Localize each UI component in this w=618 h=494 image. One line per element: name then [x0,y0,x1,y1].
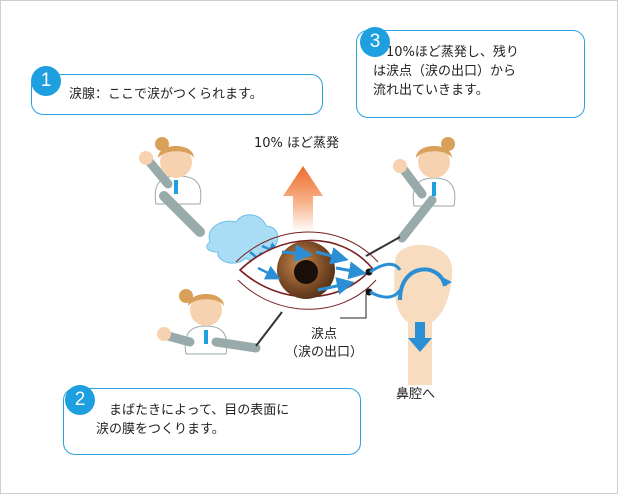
callout-step-2-line1: まばたきによって、目の表面に [96,403,290,418]
punctum-label-line1: 涙点 [311,327,338,342]
callout-step-2-line2: 涙の膜をつくります。 [96,422,225,437]
step-2-badge: 2 [65,385,95,415]
nasal-cavity-label: 鼻腔へ [396,387,436,402]
callout-step-2-text: まばたきによって、目の表面に 涙の膜をつくります。 [96,401,289,439]
evaporation-arrow-icon [283,166,323,232]
evaporation-label: 10% ほど蒸発 [254,136,340,151]
callout-step-3-line3: 流れ出ていきます。 [373,83,489,98]
punctum-label: 涙点 （涙の出口） [285,326,363,362]
nasal-duct-icon [394,244,452,385]
punctum-label-line2: （涙の出口） [285,345,364,360]
callout-step-3-line1: 10%ほど蒸発し、残り [373,45,519,60]
callout-step-3: 10%ほど蒸発し、残り は涙点（涙の出口）から 流れ出ていきます。 [356,30,585,118]
nurse-figure-icon [393,137,456,243]
callout-step-3-line2: は涙点（涙の出口）から [373,64,517,79]
step-3-badge: 3 [360,27,390,57]
eye-icon [235,231,402,319]
callout-step-1: 涙腺：ここで涙がつくられます。 [31,74,323,115]
callout-step-1-text: 涙腺：ここで涙がつくられます。 [69,87,263,102]
callout-step-2: まばたきによって、目の表面に 涙の膜をつくります。 [63,388,361,455]
nurse-figure-icon [139,137,205,237]
callout-step-3-text: 10%ほど蒸発し、残り は涙点（涙の出口）から 流れ出ていきます。 [373,43,519,100]
nurse-figure-icon [157,289,261,355]
step-1-badge: 1 [31,66,61,96]
